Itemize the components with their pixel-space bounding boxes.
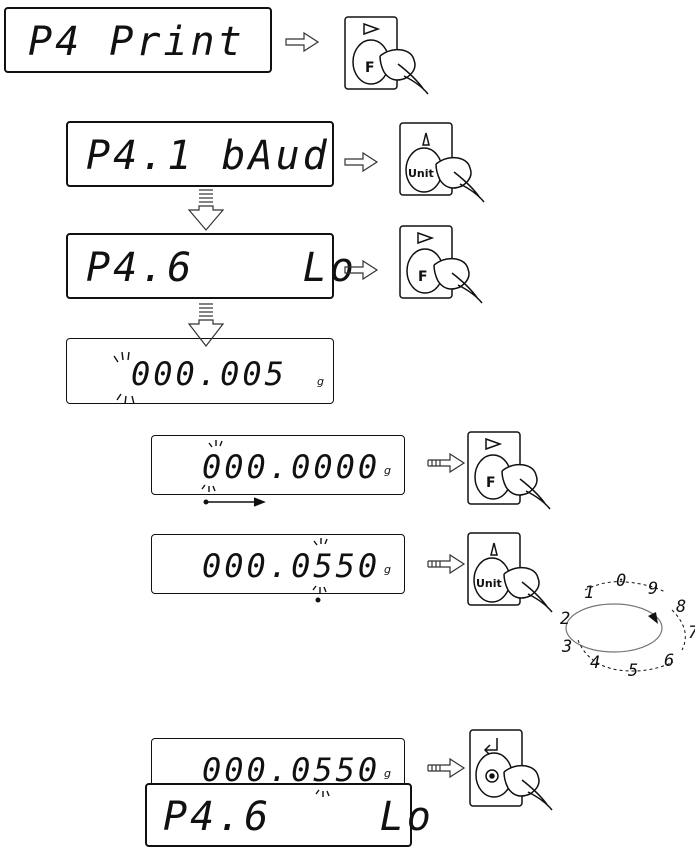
unit-label: g: [384, 464, 391, 477]
striped-right-arrow-icon: [427, 757, 466, 779]
right-arrow-icon: [344, 259, 379, 281]
unit-key-press-icon: Unit: [399, 122, 485, 203]
digit-cycle-dial: 0 9 8 7 6 5 4 3 2 1: [560, 571, 695, 681]
enter-key-press-icon: [469, 729, 553, 811]
cursor-dot-icon: [315, 597, 321, 603]
dial-digit: 3: [561, 637, 572, 657]
display-text: P4.1 bAud: [86, 133, 330, 179]
display-p4-1-baud: P4.1 bAud: [66, 121, 334, 187]
display-p4-print: P4 Print: [4, 7, 272, 73]
dial-digit: 4: [590, 653, 600, 673]
display-text: 000.005: [131, 355, 287, 393]
svg-text:F: F: [486, 475, 496, 491]
blink-marks-icon: [113, 351, 135, 405]
unit-key-press-icon: Unit: [467, 532, 553, 613]
f-key-press-icon: F: [399, 225, 483, 304]
cycle-arrow-icon: [648, 612, 658, 624]
dial-digit: 6: [664, 651, 674, 671]
display-value-zero: 000.0000 g: [151, 435, 405, 495]
display-text: 000.0000: [202, 448, 381, 486]
display-text: P4.6 Lo: [163, 794, 434, 840]
dial-digit: 7: [688, 623, 695, 643]
blink-marks-icon: [315, 789, 330, 797]
dial-digit: 1: [584, 583, 594, 603]
display-text: P4 Print: [28, 19, 245, 65]
f-key-press-icon: F: [467, 431, 551, 510]
f-key-press-icon: F: [344, 16, 429, 95]
svg-text:F: F: [365, 60, 375, 76]
display-value-short: 000.005 g: [66, 338, 334, 404]
display-p4-6-lo-final: P4.6 Lo: [145, 783, 431, 847]
display-text: 000.0550: [202, 751, 381, 789]
svg-text:F: F: [418, 269, 428, 285]
display-value-0550-edit: 000.0550 g: [151, 534, 405, 594]
dial-digit: 0: [616, 571, 626, 591]
right-arrow-icon: [285, 31, 320, 53]
dial-digit: 2: [560, 609, 570, 629]
blink-marks-icon: [201, 440, 223, 492]
striped-right-arrow-icon: [427, 452, 466, 474]
dial-digit: 8: [676, 597, 686, 617]
unit-label: g: [317, 375, 324, 388]
cursor-move-arrow-icon: [203, 497, 266, 507]
striped-right-arrow-icon: [427, 553, 466, 575]
display-text: 000.0550: [202, 547, 381, 585]
svg-text:Unit: Unit: [476, 577, 502, 590]
right-arrow-icon: [344, 151, 379, 173]
striped-down-arrow-icon: [187, 189, 225, 231]
unit-label: g: [384, 563, 391, 576]
dial-digit: 9: [648, 579, 658, 599]
striped-down-arrow-icon: [187, 303, 225, 347]
svg-text:Unit: Unit: [408, 167, 434, 180]
unit-label: g: [384, 767, 391, 780]
dial-digit: 5: [628, 661, 638, 681]
blink-marks-icon: [312, 538, 328, 593]
